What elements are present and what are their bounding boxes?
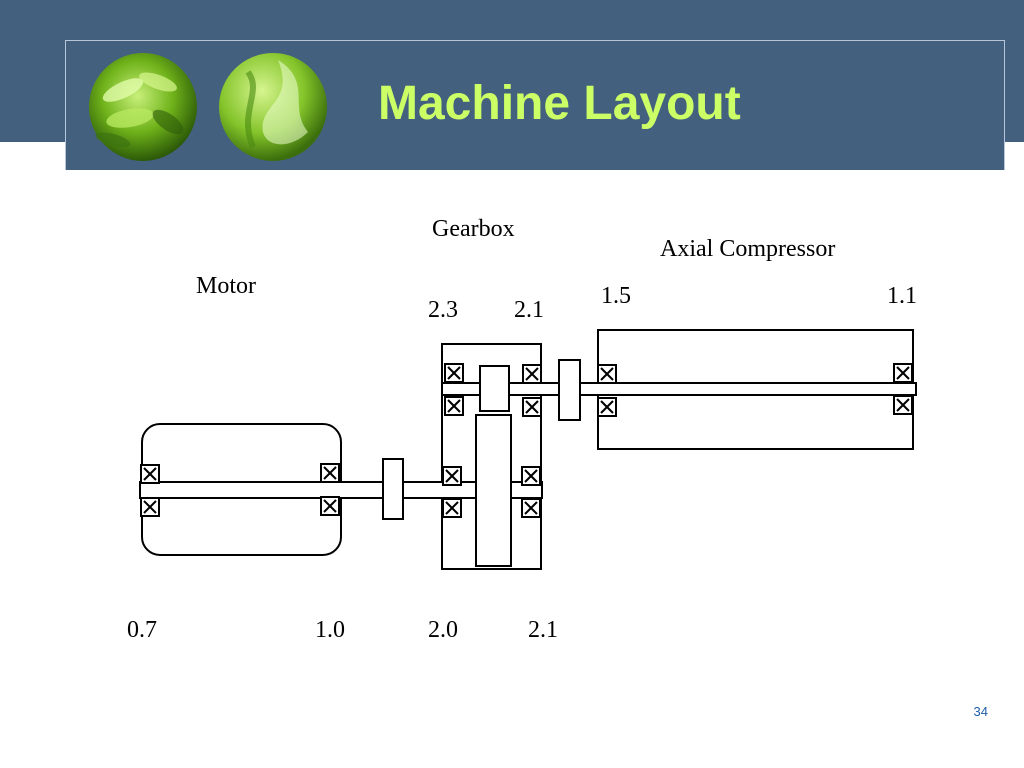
motor-left-value: 0.7 xyxy=(127,617,157,643)
bearing-icon xyxy=(442,466,462,486)
motor-right-value: 1.0 xyxy=(315,617,345,643)
slide-title: Machine Layout xyxy=(378,77,741,130)
leaf-logo-icon xyxy=(219,53,327,161)
compressor-right-value: 1.1 xyxy=(887,283,917,309)
bearing-icon xyxy=(320,496,340,516)
bearing-icon xyxy=(522,364,542,384)
gearbox-bottom-left-value: 2.0 xyxy=(428,617,458,643)
bearing-icon xyxy=(893,395,913,415)
bearing-icon xyxy=(597,397,617,417)
motor-coupling xyxy=(382,458,404,520)
high-speed-shaft xyxy=(441,382,917,396)
bearing-icon xyxy=(522,397,542,417)
low-speed-shaft xyxy=(139,481,543,499)
bearing-icon xyxy=(320,463,340,483)
gearbox-top-left-value: 2.3 xyxy=(428,297,458,323)
page-number: 34 xyxy=(973,704,988,719)
bull-gear xyxy=(475,414,512,567)
gearbox-label: Gearbox xyxy=(432,216,515,242)
bearing-icon xyxy=(521,498,541,518)
bearing-icon xyxy=(521,466,541,486)
bearing-icon xyxy=(444,363,464,383)
pinion-gear xyxy=(479,365,510,412)
compressor-coupling xyxy=(558,359,581,421)
motor-label: Motor xyxy=(196,273,256,299)
bearing-icon xyxy=(140,497,160,517)
bearing-icon xyxy=(893,363,913,383)
gearbox-top-right-value: 2.1 xyxy=(514,297,544,323)
bearing-icon xyxy=(597,364,617,384)
bearing-icon xyxy=(444,396,464,416)
compressor-label: Axial Compressor xyxy=(660,236,836,262)
bearing-icon xyxy=(442,498,462,518)
leaf-logo-icon xyxy=(89,53,197,161)
compressor-left-value: 1.5 xyxy=(601,283,631,309)
bearing-icon xyxy=(140,464,160,484)
gearbox-bottom-right-value: 2.1 xyxy=(528,617,558,643)
